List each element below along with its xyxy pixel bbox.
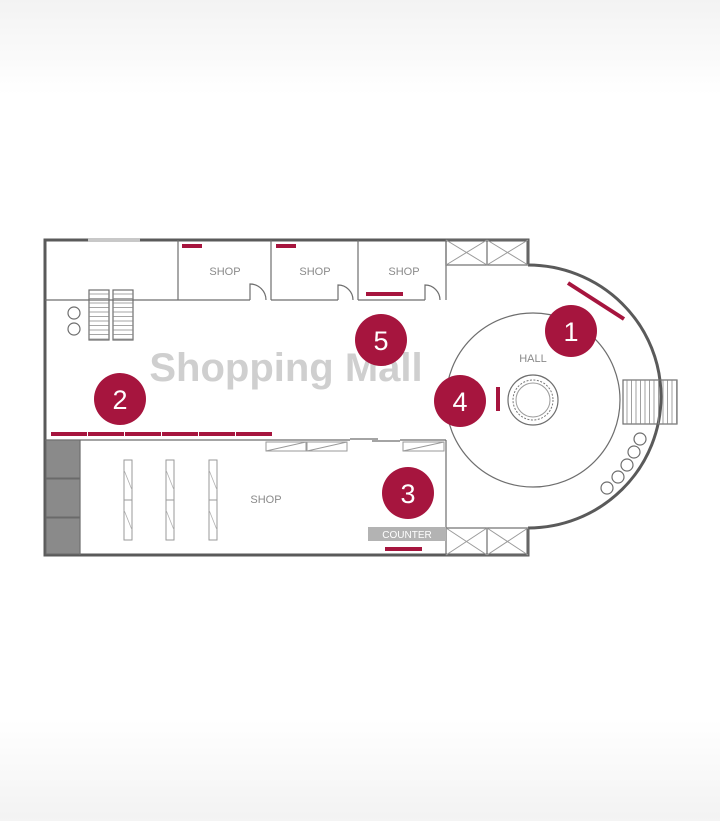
rack-hatch [165,469,175,491]
rack-hatch [208,509,218,531]
marker-2[interactable]: 2 [94,373,146,425]
shop-label-2: SHOP [299,266,330,278]
shop-label-1: SHOP [209,266,240,278]
video-wall-panel [88,432,124,436]
marker-1[interactable]: 1 [545,305,597,357]
crossed-blocks [445,239,529,556]
rack-hatch [208,469,218,491]
lower-shop [45,438,447,555]
marker-2-label: 2 [112,385,127,415]
counter-label: COUNTER [382,530,431,541]
marker-3[interactable]: 3 [382,467,434,519]
escalators [67,289,134,341]
marker-4[interactable]: 4 [434,375,486,427]
upper-shops [45,240,447,301]
hall-fountain [507,374,559,426]
rack-hatch [165,509,175,531]
marker-3-label: 3 [400,479,415,509]
marker-5-label: 5 [373,326,388,356]
counter: COUNTER [368,527,446,541]
video-wall-panel [199,432,235,436]
marker-5[interactable]: 5 [355,314,407,366]
video-wall-panel [236,432,272,436]
right-stairs [600,379,678,495]
video-wall-panel [162,432,198,436]
display-units [51,244,626,551]
video-wall-panel [125,432,161,436]
marker-1-label: 1 [563,317,578,347]
hall-label: HALL [519,353,547,365]
marker-4-label: 4 [452,387,467,417]
shop-label-3: SHOP [388,266,419,278]
rack-hatch [123,509,133,531]
video-wall-panel [51,432,87,436]
shop-label-large: SHOP [250,494,281,506]
rack-hatch [123,469,133,491]
